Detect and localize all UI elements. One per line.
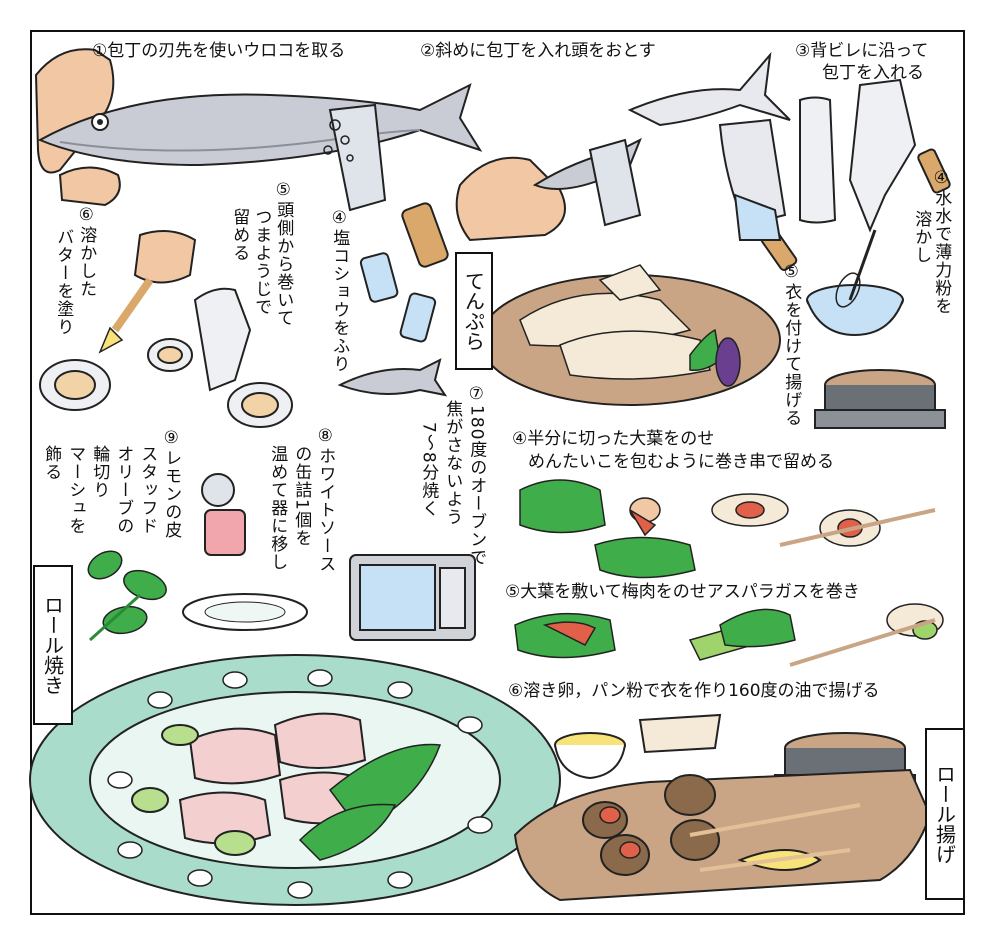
roll-yaki-step4: ④塩コショウをふり — [329, 208, 350, 373]
tempura-step3-line2: 包丁を入れる — [822, 63, 924, 83]
shiso-rolls-step5-illustration — [514, 603, 944, 667]
tempura-title: てんぷら — [455, 252, 493, 370]
roll-age-step4-line1: ④半分に切った大葉をのせ — [512, 429, 715, 449]
roll-yaki-step9-line4: 輪切り — [89, 445, 110, 499]
hand-right-illustration — [455, 156, 566, 242]
roll-yaki-step9-line3: オリーブの — [113, 445, 134, 535]
roll-yaki-step5-line3: 留める — [229, 208, 250, 262]
roll-yaki-step5-line1: ⑤頭側から巻いて — [273, 180, 294, 327]
roll-yaki-step9-line1: ⑨レモンの皮 — [161, 428, 182, 539]
fried-rolls-tray-illustration — [513, 768, 932, 902]
roll-yaki-step9-line6: 飾る — [41, 445, 62, 481]
tempura-step3-line1: ③背ビレに沿って — [795, 41, 929, 61]
roll-yaki-step9-line5: マーシュを — [65, 445, 86, 535]
tempura-step2: ②斜めに包丁を入れ頭をおとす — [420, 41, 656, 61]
tempura-step4-line1: ④水水で薄力粉を — [931, 168, 952, 315]
roll-yaki-title: ロール焼き — [33, 565, 73, 725]
illustration-frame — [30, 30, 965, 915]
fish-fillet-illustration — [627, 51, 791, 127]
roll-yaki-step8-line3: 温めて器に移し — [267, 445, 288, 571]
roll-yaki-step9-line2: スタッフド — [137, 445, 158, 535]
salt-shaker-illustration — [359, 252, 399, 303]
tempura-step5: ⑤衣を付けて揚げる — [781, 262, 802, 427]
roll-yaki-step7-line3: 7～8分焼く — [418, 422, 439, 518]
roll-yaki-step5-line2: つまようじで — [251, 208, 272, 316]
knife-illustration — [328, 103, 387, 212]
rolled-fish-illustration — [39, 338, 293, 428]
fish-seasoned-illustration — [337, 358, 448, 397]
roll-yaki-step7-line1: ⑦180度のオーブンで — [466, 384, 487, 567]
roll-yaki-step7-line2: 焦がさないよう — [442, 400, 463, 526]
hand-brush-illustration — [133, 230, 197, 284]
roll-yaki-step6-line1: ⑥溶かした — [76, 205, 97, 298]
tempura-step4-line2: 溶かし — [911, 210, 932, 264]
roll-age-title: ロール揚げ — [925, 728, 965, 900]
shiso-rolls-step4-illustration — [519, 479, 936, 579]
roll-yaki-step8-line2: の缶詰1個を — [291, 445, 312, 547]
roll-age-step6: ⑥溶き卵，パン粉で衣を作り160度の油で揚げる — [508, 681, 880, 701]
roll-age-step4-line2: めんたいこを包むように巻き串で留める — [528, 452, 834, 472]
roll-yaki-step8-line1: ⑧ホワイトソース — [315, 426, 336, 573]
tempura-step1: ①包丁の刃先を使いウロコを取る — [92, 41, 346, 61]
mache-leaves-illustration — [87, 550, 167, 642]
oven-illustration — [349, 554, 476, 641]
white-sauce-can-illustration — [201, 473, 246, 556]
roll-age-step5: ⑤大葉を敷いて梅肉をのせアスパラガスを巻き — [505, 582, 860, 602]
roll-yaki-step6-line2: バターを塗り — [53, 228, 74, 336]
